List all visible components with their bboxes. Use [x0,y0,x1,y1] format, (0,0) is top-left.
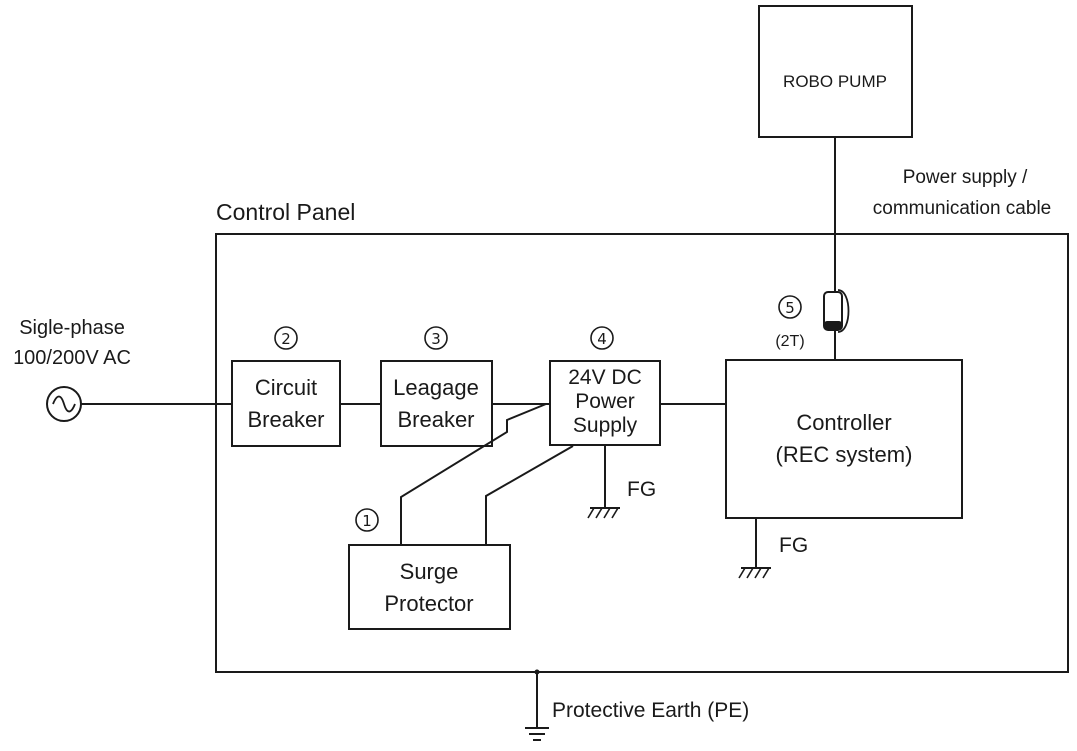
surge-protector-label-line2: Protector [384,591,473,616]
ac-source-icon [46,386,82,422]
robo-pump-label: ROBO PUMP [783,72,887,91]
ac-source-label-line1: Sigle-phase [19,317,125,339]
power-supply-number: 4 [597,330,607,348]
ac-source-label-line2: 100/200V AC [13,347,131,369]
psu-frame-ground-icon [587,507,620,519]
leakage-breaker-number-circle [424,326,448,350]
leakage-breaker-label-line1: Leagage [393,375,479,400]
circuit-breaker-label-line2: Breaker [247,407,324,432]
surge-protector-number-circle [355,508,379,532]
controller-label-line1: Controller [796,410,891,435]
circuit-breaker-label-line1: Circuit [255,375,317,400]
cable-label-line1: Power supply / [903,167,1028,188]
surge-protector-number: 1 [362,512,372,530]
circuit-breaker-number-circle [274,326,298,350]
leakage-breaker-number: 3 [431,330,441,348]
power-supply-number-circle [590,326,614,350]
circuit-breaker-box [231,360,341,447]
psu-ground-label: FG [627,478,656,501]
controller-ground-label: FG [779,534,808,557]
protective-earth-icon [525,727,549,741]
power-supply-label-line2: Power [575,390,635,413]
protective-earth-label: Protective Earth (PE) [552,699,749,722]
power-supply-label-line1: 24V DC [568,366,642,389]
controller-frame-ground-icon [738,567,771,579]
surge-protector-box [348,544,511,630]
surge-wire-2 [485,445,574,545]
cable-label-line2: communication cable [873,198,1051,219]
protective-earth-junction [534,669,540,675]
leakage-breaker-label-line2: Breaker [397,407,474,432]
circuit-breaker-number: 2 [281,330,291,348]
leakage-breaker-box [380,360,493,447]
controller-turns-label: (2T) [775,333,804,350]
power-supply-box [549,360,661,446]
controller-number-circle [778,295,802,319]
surge-protector-label-line1: Surge [400,559,459,584]
control-panel-title: Control Panel [216,199,355,225]
power-supply-label-line3: Supply [573,414,638,437]
controller-label-line2: (REC system) [776,442,913,467]
ferrite-core-icon [823,289,850,333]
surge-wire-1 [400,403,547,545]
robo-pump-box [758,5,913,138]
controller-box [725,359,963,519]
controller-number: 5 [785,299,795,317]
